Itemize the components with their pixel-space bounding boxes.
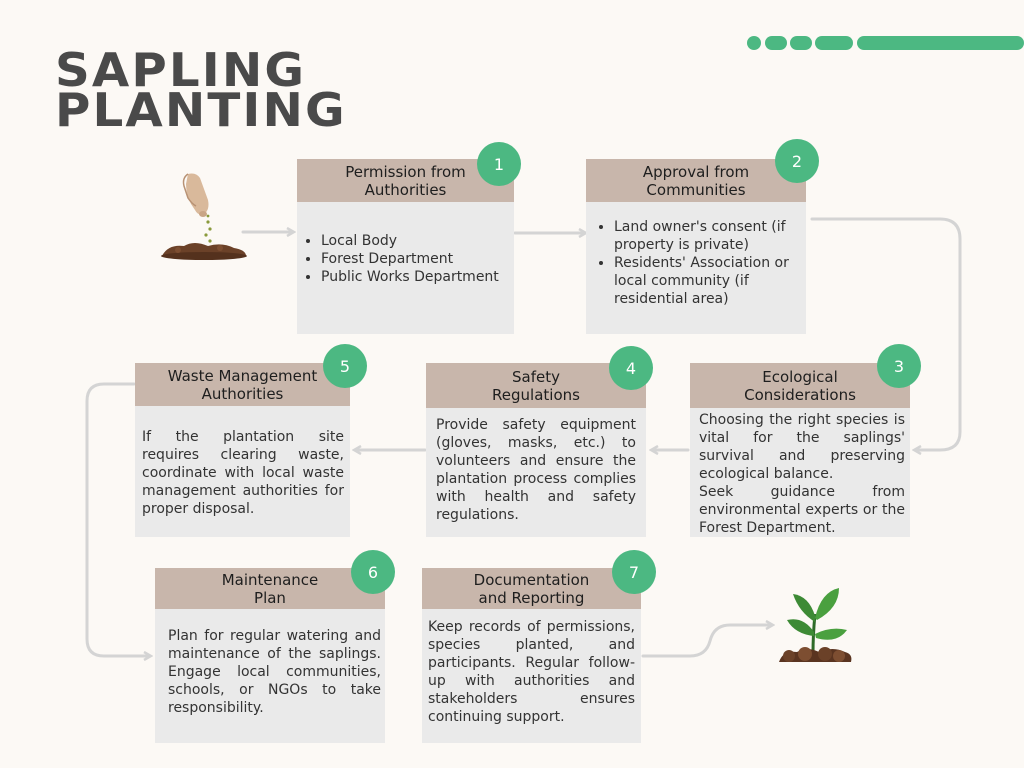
arrow-5-to-6	[85, 382, 150, 656]
page-title: SAPLING PLANTING	[55, 43, 347, 137]
step-5-body: If the plantation site requires clearing…	[135, 406, 350, 518]
deco-pill	[815, 36, 853, 50]
step-4-title-line2: Regulations	[492, 385, 580, 404]
step-3-text-1: Choosing the right species is vital for …	[699, 412, 905, 482]
step-2-title-line2: Communities	[646, 180, 746, 199]
step-4-card: Safety Regulations Provide safety equipm…	[426, 363, 646, 537]
step-3-body: Choosing the right species is vital for …	[690, 408, 910, 537]
step-6-card: Maintenance Plan Plan for regular wateri…	[155, 568, 385, 743]
step-2-badge: 2	[775, 139, 819, 183]
step-4-text: Provide safety equipment (gloves, masks,…	[436, 417, 636, 523]
list-item: Local Body	[321, 232, 504, 250]
step-4-title-line1: Safety	[512, 367, 560, 386]
step-5-title-line2: Authorities	[201, 384, 284, 403]
step-2-body: Land owner's consent (if property is pri…	[586, 202, 806, 308]
step-7-header: Documentation and Reporting	[422, 568, 641, 609]
step-5-card: Waste Management Authorities If the plan…	[135, 363, 350, 537]
step-5-badge: 5	[323, 344, 367, 388]
arrow-7-to-end	[641, 625, 772, 658]
step-3-header: Ecological Considerations	[690, 363, 910, 408]
step-2-header: Approval from Communities	[586, 159, 806, 202]
step-6-badge: 6	[351, 550, 395, 594]
step-1-card: Permission from Authorities Local Body F…	[297, 159, 514, 334]
sprouting-sapling-icon	[779, 588, 852, 662]
step-6-text: Plan for regular watering and maintenanc…	[168, 628, 381, 716]
list-item: Forest Department	[321, 250, 504, 268]
step-5-title-line1: Waste Management	[167, 366, 318, 385]
step-6-title-line1: Maintenance	[221, 570, 319, 589]
step-6-body: Plan for regular watering and maintenanc…	[155, 609, 385, 717]
step-6-title-line2: Plan	[254, 588, 286, 607]
step-7-card: Documentation and Reporting Keep records…	[422, 568, 641, 743]
list-item: Residents' Association or local communit…	[614, 254, 796, 308]
step-2-list: Land owner's consent (if property is pri…	[590, 218, 796, 308]
step-4-body: Provide safety equipment (gloves, masks,…	[426, 408, 646, 524]
step-6-header: Maintenance Plan	[155, 568, 385, 609]
step-7-body: Keep records of permissions, species pla…	[422, 609, 641, 726]
deco-pill	[857, 36, 1024, 50]
step-4-badge: 4	[609, 346, 653, 390]
step-7-text: Keep records of permissions, species pla…	[428, 619, 635, 725]
step-5-text: If the plantation site requires clearing…	[142, 429, 344, 517]
deco-pill	[790, 36, 812, 50]
list-item: Public Works Department	[321, 268, 504, 286]
step-3-card: Ecological Considerations Choosing the r…	[690, 363, 910, 537]
step-7-badge: 7	[612, 550, 656, 594]
step-1-title-line1: Permission from	[345, 162, 466, 181]
step-3-badge: 3	[877, 344, 921, 388]
step-3-title-line1: Ecological	[762, 367, 838, 386]
step-2-card: Approval from Communities Land owner's c…	[586, 159, 806, 334]
step-5-header: Waste Management Authorities	[135, 363, 350, 406]
step-7-title-line2: and Reporting	[478, 588, 585, 607]
title-line-1: SAPLING	[55, 43, 307, 97]
seed-sowing-hand-icon	[161, 173, 247, 260]
step-1-body: Local Body Forest Department Public Work…	[297, 202, 514, 286]
step-7-title-line1: Documentation	[473, 570, 590, 589]
title-line-2: PLANTING	[55, 83, 347, 137]
step-1-title-line2: Authorities	[364, 180, 447, 199]
deco-pill	[747, 36, 761, 50]
arrow-2-to-3	[810, 217, 962, 450]
step-3-title-line2: Considerations	[744, 385, 856, 404]
deco-pill	[765, 36, 787, 50]
step-3-text-2: Seek guidance from environmental experts…	[699, 484, 905, 536]
step-2-title-line1: Approval from	[642, 162, 750, 181]
step-1-list: Local Body Forest Department Public Work…	[297, 232, 504, 286]
list-item: Land owner's consent (if property is pri…	[614, 218, 796, 254]
step-1-badge: 1	[477, 142, 521, 186]
